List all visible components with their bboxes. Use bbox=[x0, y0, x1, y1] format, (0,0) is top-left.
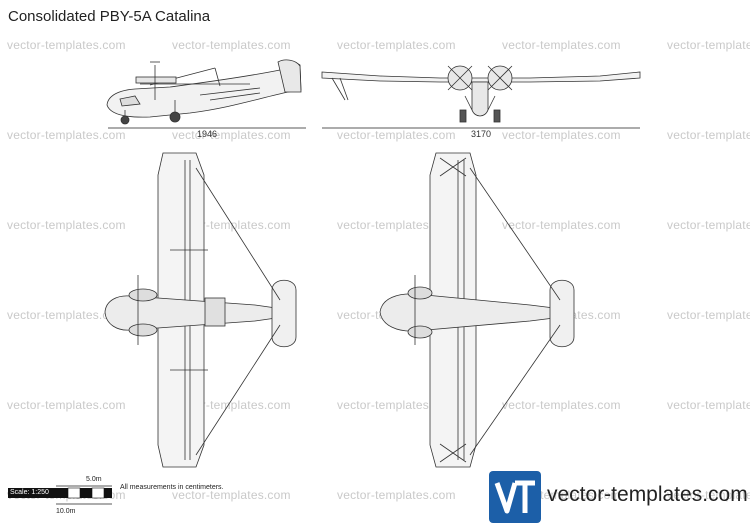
top-view bbox=[104, 152, 297, 468]
front-view bbox=[321, 65, 641, 129]
measurement-note: All measurements in centimeters. bbox=[120, 484, 224, 491]
front-span-dimension: 3170 bbox=[471, 129, 492, 139]
logo-wordmark[interactable]: vector-templates.com bbox=[547, 483, 748, 506]
side-length-dimension: 1946 bbox=[197, 129, 218, 139]
scale-top-mark: 5.0m bbox=[86, 476, 102, 483]
side-view bbox=[106, 59, 306, 129]
page-title: Consolidated PBY-5A Catalina bbox=[8, 8, 211, 25]
scale-label: Scale: 1:250 bbox=[8, 488, 60, 498]
bottom-view bbox=[379, 152, 575, 468]
scale-bottom-mark: 10.0m bbox=[56, 508, 76, 515]
scale-ruler bbox=[56, 485, 112, 505]
vt-logo-icon bbox=[489, 471, 541, 523]
scale-bar: 5.0m Scale: 1:250 10.0m bbox=[8, 476, 112, 518]
